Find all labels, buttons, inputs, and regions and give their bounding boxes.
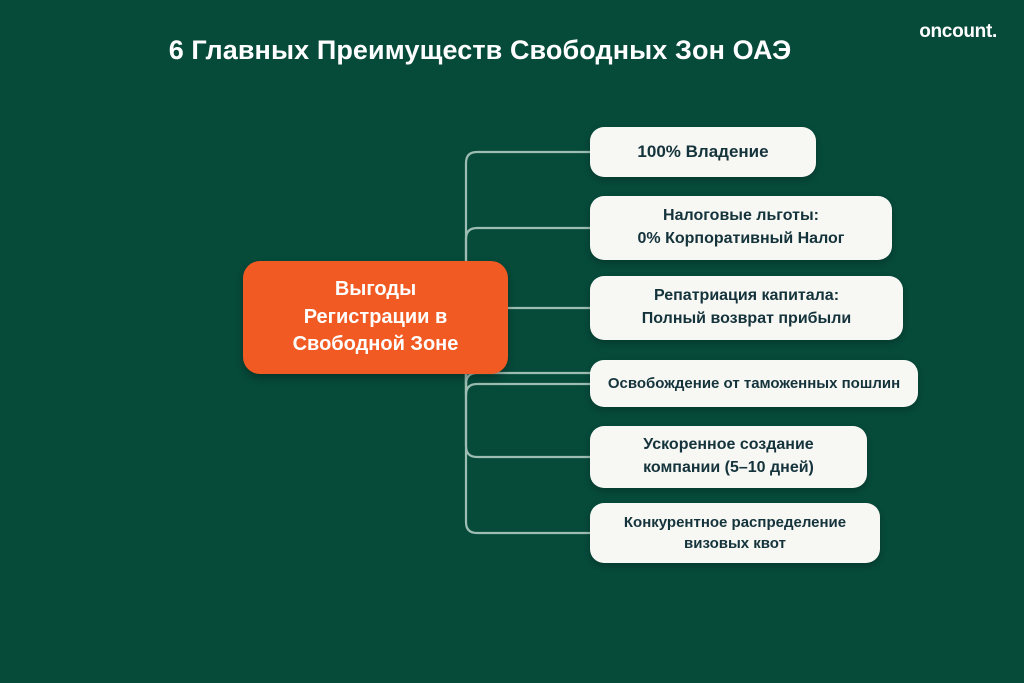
branch-node-3[interactable]: Репатриация капитала: Полный возврат при… bbox=[590, 276, 903, 340]
branch-node-1-label: 100% Владение bbox=[637, 141, 769, 161]
connector-branch-6 bbox=[464, 372, 592, 535]
connector-branch-5 bbox=[464, 372, 592, 459]
page-title: 6 Главных Преимуществ Свободных Зон ОАЭ bbox=[168, 35, 792, 65]
branch-node-5-label: Ускоренное создание компании (5–10 дней) bbox=[643, 436, 814, 476]
root-node[interactable]: Выгоды Регистрации в Свободной Зоне bbox=[243, 261, 508, 374]
branch-node-6-label: Конкурентное распределение визовых квот bbox=[623, 513, 847, 552]
connector-branch-4-elbow bbox=[464, 371, 592, 385]
branch-node-4[interactable]: Освобождение от таможенных пошлин bbox=[590, 360, 918, 407]
connector-branch-1 bbox=[464, 150, 592, 263]
branch-node-1[interactable]: 100% Владение bbox=[590, 127, 816, 177]
root-node-label: Выгоды Регистрации в Свободной Зоне bbox=[292, 278, 459, 356]
connector-branch-4 bbox=[464, 372, 592, 396]
connector-branch-2 bbox=[464, 226, 592, 263]
branch-node-2-label: Налоговые льготы: 0% Корпоративный Налог bbox=[637, 207, 845, 247]
brand-logo: oncount. bbox=[919, 21, 997, 42]
branch-node-6[interactable]: Конкурентное распределение визовых квот bbox=[590, 503, 880, 563]
branch-node-5[interactable]: Ускоренное создание компании (5–10 дней) bbox=[590, 426, 867, 488]
branch-node-3-label: Репатриация капитала: Полный возврат при… bbox=[641, 287, 852, 327]
branch-node-2[interactable]: Налоговые льготы: 0% Корпоративный Налог bbox=[590, 196, 892, 260]
branch-node-4-label: Освобождение от таможенных пошлин bbox=[607, 374, 901, 392]
